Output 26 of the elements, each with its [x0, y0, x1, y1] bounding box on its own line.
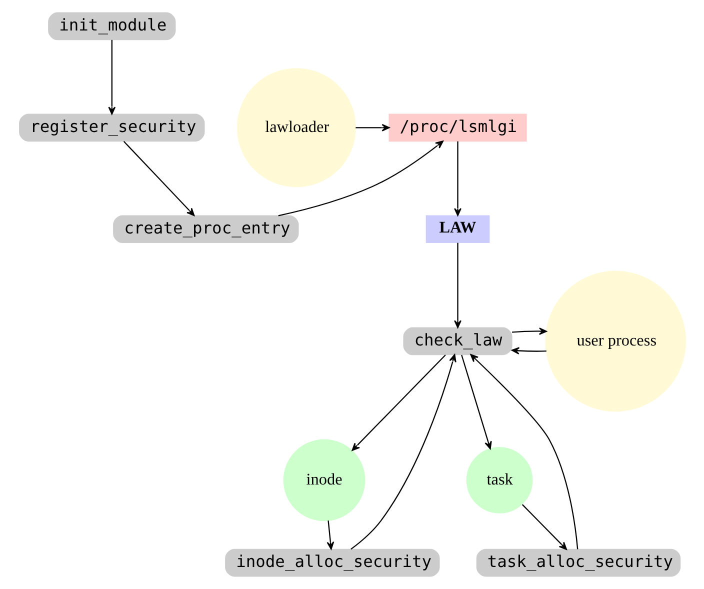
- node-circle: task: [466, 447, 532, 514]
- node-box: inode_alloc_security: [224, 548, 440, 577]
- arrow: [521, 504, 566, 550]
- node-box: check_law: [402, 327, 512, 356]
- arrow: [278, 140, 443, 216]
- node-box: LAW: [425, 215, 490, 244]
- arrow: [122, 140, 194, 216]
- node-circle: lawloader: [236, 68, 356, 188]
- arrow: [470, 354, 578, 550]
- arrow: [355, 124, 390, 132]
- arrow: [460, 354, 492, 450]
- node-box: register_security: [18, 114, 204, 142]
- arrow: [108, 40, 116, 115]
- node-box: init_module: [48, 12, 176, 40]
- arrow: [510, 347, 546, 354]
- arrow: [511, 328, 546, 335]
- node-box: task_alloc_security: [476, 548, 680, 577]
- arrow: [326, 520, 334, 550]
- node-box: /proc/lsmlgi: [388, 114, 526, 142]
- arrow: [454, 141, 461, 216]
- node-circle: user process: [544, 270, 686, 412]
- arrow: [351, 354, 446, 451]
- arrow: [454, 242, 461, 328]
- arrow: [350, 354, 456, 550]
- node-circle: inode: [282, 439, 365, 522]
- node-box: create_proc_entry: [112, 215, 298, 244]
